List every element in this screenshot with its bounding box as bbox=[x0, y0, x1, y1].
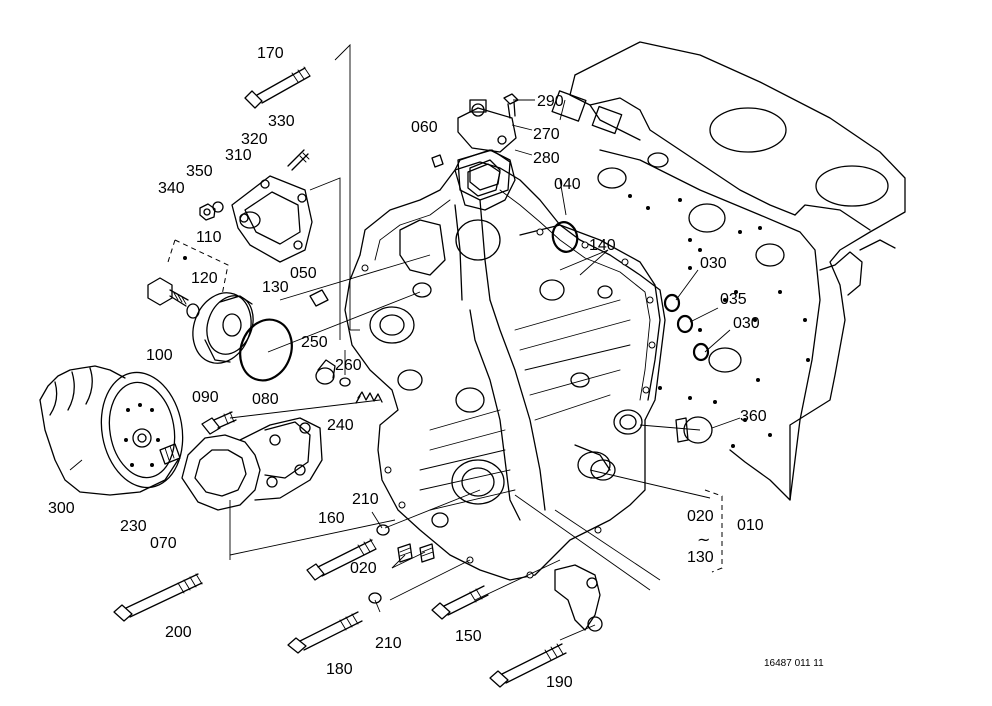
bolt-090 bbox=[201, 411, 237, 435]
label-010: 010 bbox=[737, 517, 764, 534]
label-350: 350 bbox=[186, 163, 213, 180]
label-050: 050 bbox=[290, 265, 317, 282]
cover-assembly-310 bbox=[231, 149, 313, 263]
label-290: 290 bbox=[537, 93, 564, 110]
label-020-range-start: 020 bbox=[687, 508, 714, 525]
label-150: 150 bbox=[455, 628, 482, 645]
housing-080-070 bbox=[181, 417, 323, 511]
bolt-200 bbox=[113, 573, 203, 622]
o-ring-040 bbox=[551, 221, 579, 253]
label-030-bottom: 030 bbox=[733, 315, 760, 332]
gear-case bbox=[344, 149, 666, 632]
pin-050 bbox=[309, 289, 329, 307]
label-210-lower: 210 bbox=[375, 635, 402, 652]
bolt-180 bbox=[287, 611, 363, 654]
drawing-code: 16487 011 11 bbox=[764, 658, 824, 669]
leader-lines bbox=[69, 43, 741, 641]
label-130: 130 bbox=[262, 279, 289, 296]
label-180: 180 bbox=[326, 661, 353, 678]
o-ring-130 bbox=[239, 318, 293, 382]
washer-210a bbox=[376, 524, 390, 536]
label-120: 120 bbox=[191, 270, 218, 287]
range-tilde: ~ bbox=[697, 530, 710, 549]
label-070: 070 bbox=[150, 535, 177, 552]
label-360: 360 bbox=[740, 408, 767, 425]
label-130-range-end: 130 bbox=[687, 549, 714, 566]
filter-bracket-100 bbox=[192, 292, 254, 364]
nut-340 bbox=[199, 203, 216, 221]
label-170: 170 bbox=[257, 45, 284, 62]
label-040: 040 bbox=[554, 176, 581, 193]
label-200: 200 bbox=[165, 624, 192, 641]
plug-360 bbox=[675, 416, 713, 444]
label-140: 140 bbox=[589, 237, 616, 254]
label-340: 340 bbox=[158, 180, 185, 197]
label-060: 060 bbox=[411, 119, 438, 136]
label-030-top: 030 bbox=[700, 255, 727, 272]
label-260: 260 bbox=[335, 357, 362, 374]
label-210-upper: 210 bbox=[352, 491, 379, 508]
label-035: 035 bbox=[720, 291, 747, 308]
label-250: 250 bbox=[301, 334, 328, 351]
label-240: 240 bbox=[327, 417, 354, 434]
washer-210b bbox=[368, 592, 382, 604]
label-270: 270 bbox=[533, 126, 560, 143]
bolt-150 bbox=[431, 585, 489, 620]
bolt-290 bbox=[503, 93, 519, 119]
part-labels: 170 330 320 310 350 340 110 120 130 050 … bbox=[48, 45, 824, 691]
spring-240 bbox=[355, 391, 383, 404]
label-190: 190 bbox=[546, 674, 573, 691]
label-020: 020 bbox=[350, 560, 377, 577]
label-300: 300 bbox=[48, 500, 75, 517]
o-rings-030-035 bbox=[663, 293, 710, 362]
label-080: 080 bbox=[252, 391, 279, 408]
label-280: 280 bbox=[533, 150, 560, 167]
ring-260 bbox=[339, 377, 351, 387]
plug-110 bbox=[147, 277, 189, 307]
label-320: 320 bbox=[241, 131, 268, 148]
label-310: 310 bbox=[225, 147, 252, 164]
pin-060 bbox=[431, 154, 444, 168]
nipple-230 bbox=[159, 443, 181, 465]
flange-270-280 bbox=[457, 99, 517, 201]
label-160: 160 bbox=[318, 510, 345, 527]
oil-filter-300 bbox=[39, 365, 184, 496]
washer-350 bbox=[212, 201, 224, 213]
label-330: 330 bbox=[268, 113, 295, 130]
label-090: 090 bbox=[192, 389, 219, 406]
bolt-160 bbox=[306, 538, 377, 581]
bolt-190 bbox=[489, 643, 567, 688]
label-110: 110 bbox=[196, 229, 222, 246]
bolt-170 bbox=[244, 66, 311, 109]
engine-block bbox=[551, 41, 906, 501]
sleeve-250 bbox=[315, 359, 336, 385]
label-100: 100 bbox=[146, 347, 173, 364]
label-230: 230 bbox=[120, 518, 147, 535]
studs-020 bbox=[397, 543, 435, 563]
dash-dot-dots bbox=[183, 256, 187, 260]
